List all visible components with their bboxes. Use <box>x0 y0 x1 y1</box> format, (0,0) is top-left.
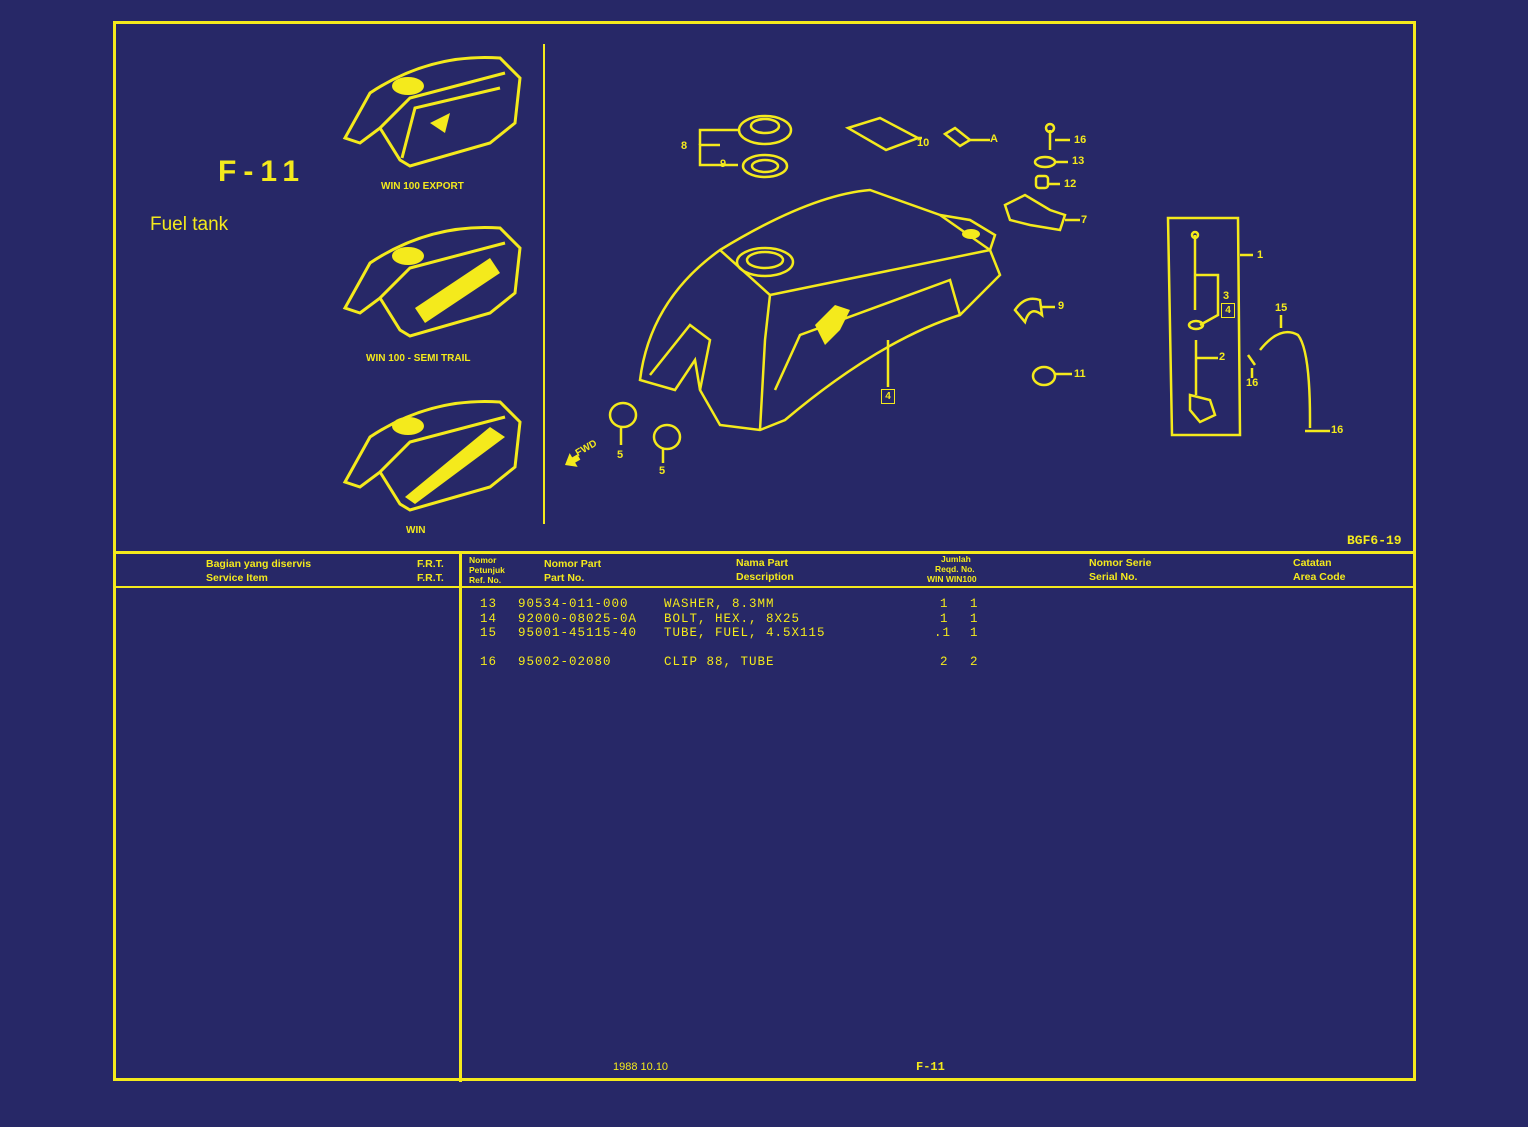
callout-6: 7 <box>1081 214 1088 226</box>
qty-win: .1 <box>934 626 952 640</box>
callout-3: 3 <box>1223 290 1230 302</box>
fuel-tank-exploded-diagram <box>565 114 1330 467</box>
callout-16b: 16 <box>1331 424 1344 436</box>
ref-no: 13 <box>480 597 498 611</box>
col-ref-no-en: Ref. No. <box>469 575 502 585</box>
callout-11: 10 <box>917 137 930 149</box>
description: WASHER, 8.3MM <box>664 597 775 611</box>
callout-1: 1 <box>1257 249 1264 261</box>
table-header-bottom-border <box>113 586 1416 588</box>
section-title: Fuel tank <box>150 214 229 235</box>
description: CLIP 88, TUBE <box>664 655 775 669</box>
qty-win100: 1 <box>970 626 979 640</box>
section-code: F-11 <box>218 155 307 188</box>
qty-win: 1 <box>940 612 949 626</box>
callout-12: 12 <box>1064 178 1077 190</box>
diagram-code: BGF6-19 <box>1347 533 1402 548</box>
col-part-no-id: Nomor Part <box>544 558 602 570</box>
footer-date: 1988 10.10 <box>613 1061 669 1073</box>
col-qty-sub: Reqd. No. <box>935 564 975 574</box>
variant-label-win: WIN <box>406 525 426 536</box>
boxed-ref-4-tank: 4 <box>881 389 895 404</box>
table-column-divider <box>459 552 462 1082</box>
callout-16a: 16 <box>1246 377 1259 389</box>
col-frt-id: F.R.T. <box>417 558 444 570</box>
variant-label-export: WIN 100 EXPORT <box>381 181 464 192</box>
part-no: 95001-45115-40 <box>518 626 638 640</box>
callout-10: 11 <box>1074 368 1086 380</box>
callout-15: 15 <box>1275 302 1288 314</box>
description: TUBE, FUEL, 4.5X115 <box>664 626 826 640</box>
boxed-ref-4-cock: 4 <box>1221 303 1235 318</box>
callout-5b: 5 <box>659 465 666 477</box>
col-ref-no-id1: Nomor <box>469 555 497 565</box>
col-ref-no-id2: Petunjuk <box>469 565 505 575</box>
tank-variant-export-illustration <box>342 55 522 168</box>
tank-variant-semi-trail-illustration <box>342 225 522 338</box>
part-no: 92000-08025-0A <box>518 612 638 626</box>
col-serial-no-id: Nomor Serie <box>1089 557 1152 569</box>
qty-win100: 2 <box>970 655 979 669</box>
col-qty-id: Jumlah <box>941 554 971 564</box>
part-no: 90534-011-000 <box>518 597 629 611</box>
qty-win100: 1 <box>970 612 979 626</box>
variant-label-semi-trail: WIN 100 - SEMI TRAIL <box>366 353 471 364</box>
callout-a: A <box>990 133 998 145</box>
callout-5a: 5 <box>617 449 624 461</box>
col-qty-models: WIN WIN100 <box>927 574 977 584</box>
qty-win100: 1 <box>970 597 979 611</box>
qty-win: 1 <box>940 597 949 611</box>
tank-variant-win-illustration <box>342 399 522 512</box>
col-description-id: Nama Part <box>736 557 788 569</box>
callout-13: 13 <box>1072 155 1085 167</box>
ref-no: 14 <box>480 612 498 626</box>
col-serial-no-en: Serial No. <box>1089 571 1138 583</box>
col-area-code-en: Area Code <box>1293 571 1346 583</box>
col-description-en: Description <box>736 571 794 583</box>
callout-8: 8 <box>681 140 688 152</box>
diagram-divider <box>543 44 545 524</box>
callout-9: 9 <box>720 158 727 170</box>
description: BOLT, HEX., 8X25 <box>664 612 801 626</box>
table-top-border <box>113 551 1416 554</box>
qty-win: 2 <box>940 655 949 669</box>
col-area-code-id: Catatan <box>1293 557 1332 569</box>
col-service-item-en: Service Item <box>206 572 268 584</box>
ref-no: 15 <box>480 626 498 640</box>
part-no: 95002-02080 <box>518 655 612 669</box>
callout-2: 2 <box>1219 351 1226 363</box>
callout-14: 16 <box>1074 134 1087 146</box>
col-part-no-en: Part No. <box>544 572 585 584</box>
ref-no: 16 <box>480 655 498 669</box>
col-frt-en: F.R.T. <box>417 572 444 584</box>
footer-page-code: F-11 <box>916 1060 945 1074</box>
callout-7: 9 <box>1058 300 1065 312</box>
col-service-item-id: Bagian yang diservis <box>206 558 312 570</box>
